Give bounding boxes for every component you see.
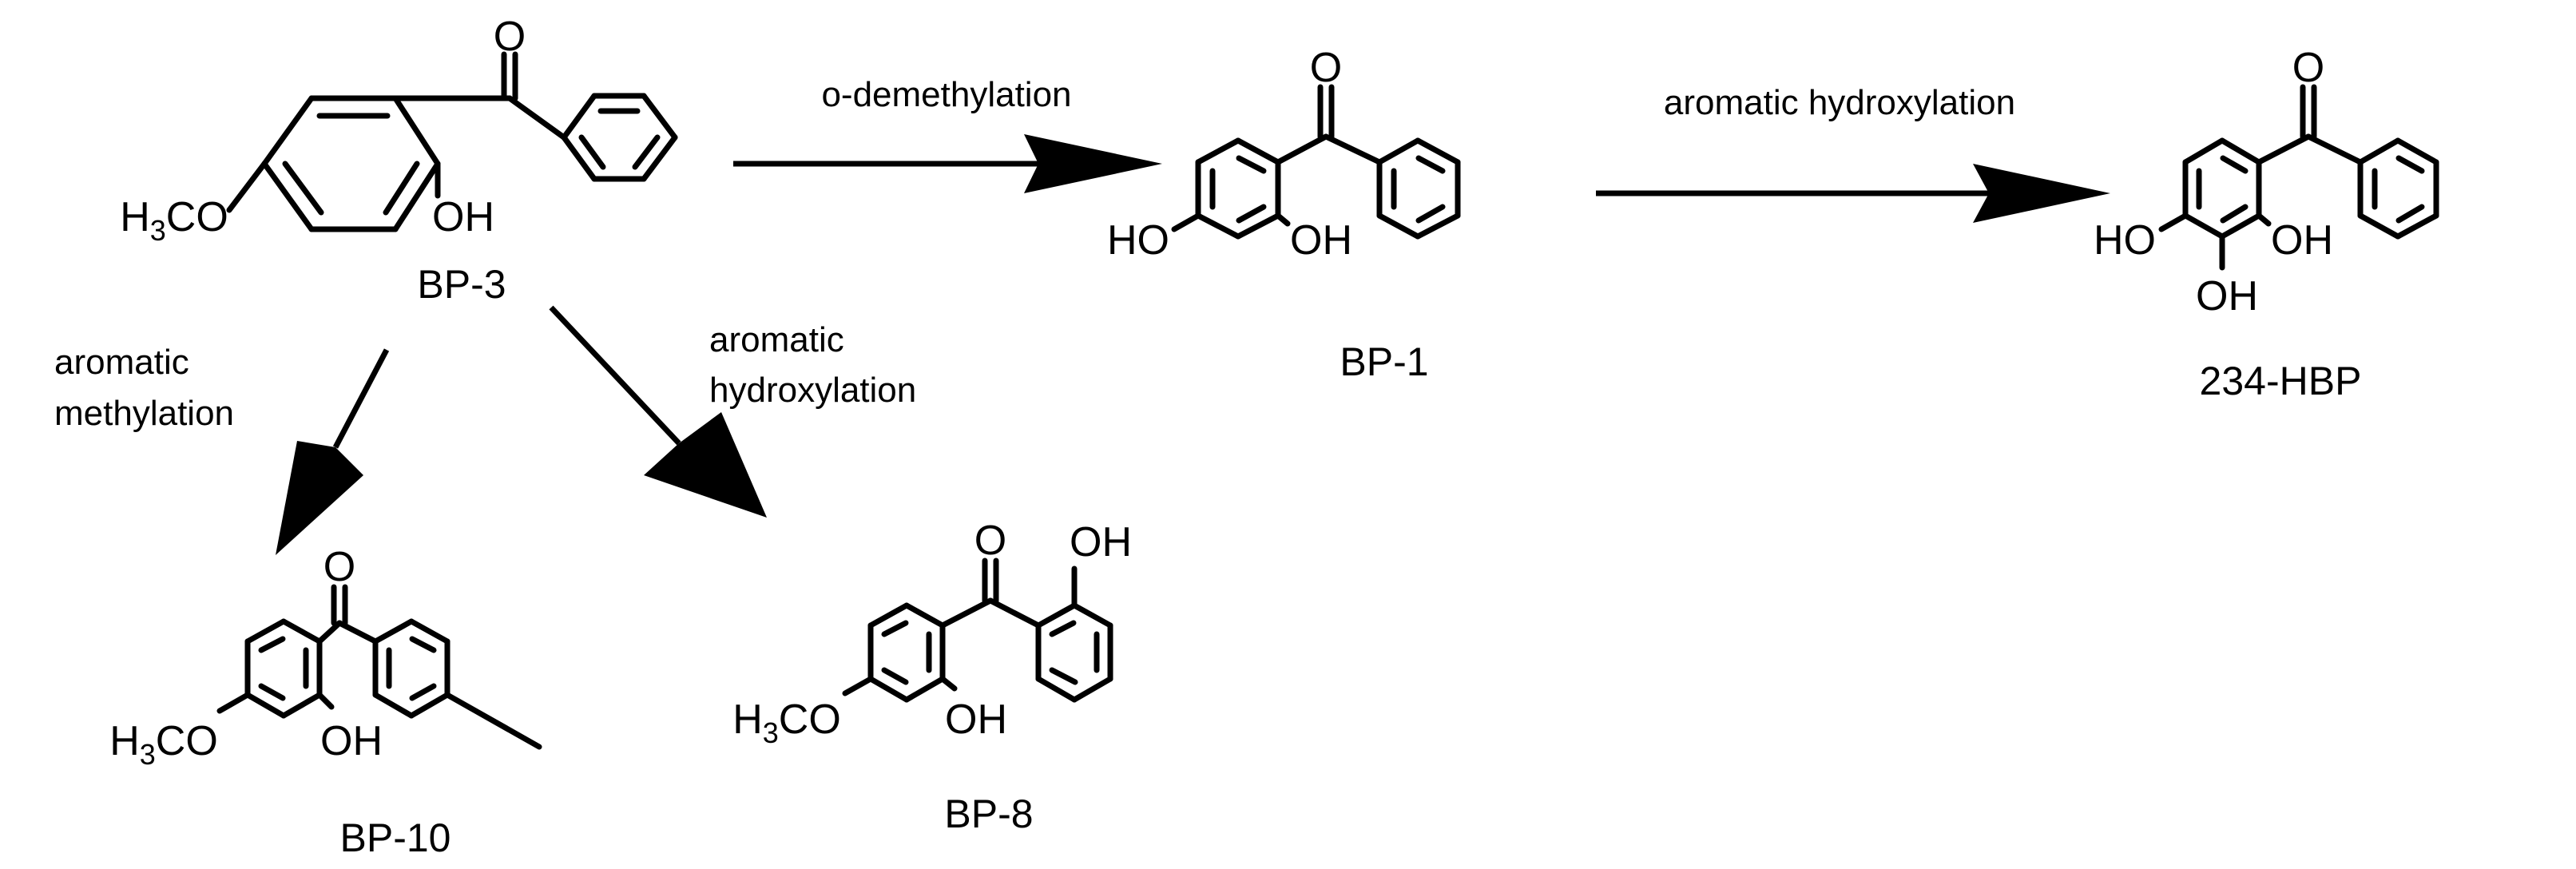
hydroxyl-group: OH — [945, 696, 1007, 743]
ring-b — [1376, 137, 1461, 240]
carbonyl-oxygen: O — [323, 544, 355, 590]
ring-b — [2357, 137, 2439, 240]
bond-to-ring-b — [336, 620, 379, 645]
arrow-bp3-to-bp8 — [549, 305, 767, 518]
molecule-234-hbp: O HO OH OH 234-HBP — [2094, 45, 2439, 403]
hydroxyl-group-4: HO — [2094, 217, 2156, 264]
ring-a — [1195, 137, 1281, 240]
ring-b — [561, 93, 678, 182]
bond-to-methoxy — [216, 692, 251, 714]
bond-to-carbonyl — [316, 620, 343, 645]
molecule-bp1: O HO OH BP-1 — [1107, 45, 1461, 384]
hydroxyl-group-4: HO — [1107, 217, 1169, 264]
arrow-bp1-to-234-hbp — [1596, 164, 2110, 223]
carbonyl-oxygen: O — [974, 518, 1006, 564]
reaction-label-o-demethylation: o-demethylation — [821, 75, 1071, 114]
compound-label-bp3: BP-3 — [417, 262, 506, 307]
methyl-group — [444, 692, 542, 750]
hydroxyl-group: OH — [320, 718, 383, 764]
compound-label-bp1: BP-1 — [1340, 339, 1428, 384]
arrow-bp3-to-bp10 — [276, 348, 390, 555]
bond-to-ring-b — [2305, 133, 2364, 165]
hydroxyl-group: OH — [432, 194, 494, 240]
reaction-label-hydroxylation: hydroxylation — [709, 371, 916, 410]
bond-to-carbonyl — [1275, 133, 1329, 165]
ring-b — [1035, 602, 1113, 703]
carbonyl-oxygen: O — [494, 14, 526, 60]
carbonyl-oxygen: O — [1310, 45, 1342, 91]
molecule-bp3: O H3CO OH BP-3 — [120, 14, 678, 307]
bond-to-ring-b — [987, 597, 1042, 629]
carbonyl-oxygen: O — [2292, 45, 2324, 91]
bond-to-hydroxyl — [316, 692, 335, 710]
bond-to-hydroxyl-4 — [1171, 212, 1201, 232]
reaction-label-methylation: methylation — [54, 394, 234, 433]
bond-to-ring-b — [506, 95, 567, 141]
hydroxyl-group-2: OH — [1290, 217, 1352, 264]
reaction-label-aromatic-hydroxylation: aromatic hydroxylation — [1664, 83, 2015, 122]
methoxy-group: H3CO — [120, 194, 228, 247]
bond-to-ring-b — [1323, 133, 1383, 165]
bond-to-hydroxyl — [939, 676, 958, 692]
ring-b — [372, 618, 451, 719]
bond-to-hydroxyl-2 — [2256, 212, 2272, 227]
reaction-label-aromatic: aromatic — [54, 343, 189, 382]
ring-a — [2182, 137, 2262, 240]
methoxy-group: H3CO — [109, 718, 218, 771]
methoxy-group: H3CO — [732, 696, 841, 749]
bond-to-hydroxyl-2 — [1275, 212, 1291, 227]
bond-to-methoxy — [842, 676, 874, 696]
reaction-label-aromatic: aromatic — [709, 320, 844, 359]
hydroxyl-group-3: OH — [2196, 273, 2258, 319]
ring-a — [261, 95, 441, 232]
bond-to-carbonyl — [939, 597, 994, 629]
hydroxyl-group-2: OH — [2271, 217, 2333, 264]
compound-label-234-hbp: 234-HBP — [2200, 359, 2362, 403]
molecule-bp8: O H3CO OH OH BP-8 — [732, 518, 1132, 836]
ring-a — [867, 602, 946, 703]
molecule-bp10: O H3CO OH BP-10 — [109, 544, 542, 860]
arrow-bp3-to-bp1 — [733, 134, 1162, 193]
ring-a — [244, 618, 323, 719]
compound-label-bp10: BP-10 — [340, 815, 451, 860]
bond-to-carbonyl — [2256, 133, 2312, 165]
hydroxyl-group-2prime: OH — [1070, 519, 1132, 565]
bond-to-hydroxyl-4 — [2158, 212, 2189, 232]
compound-label-bp8: BP-8 — [944, 792, 1033, 836]
bond-to-methoxy — [226, 161, 268, 213]
